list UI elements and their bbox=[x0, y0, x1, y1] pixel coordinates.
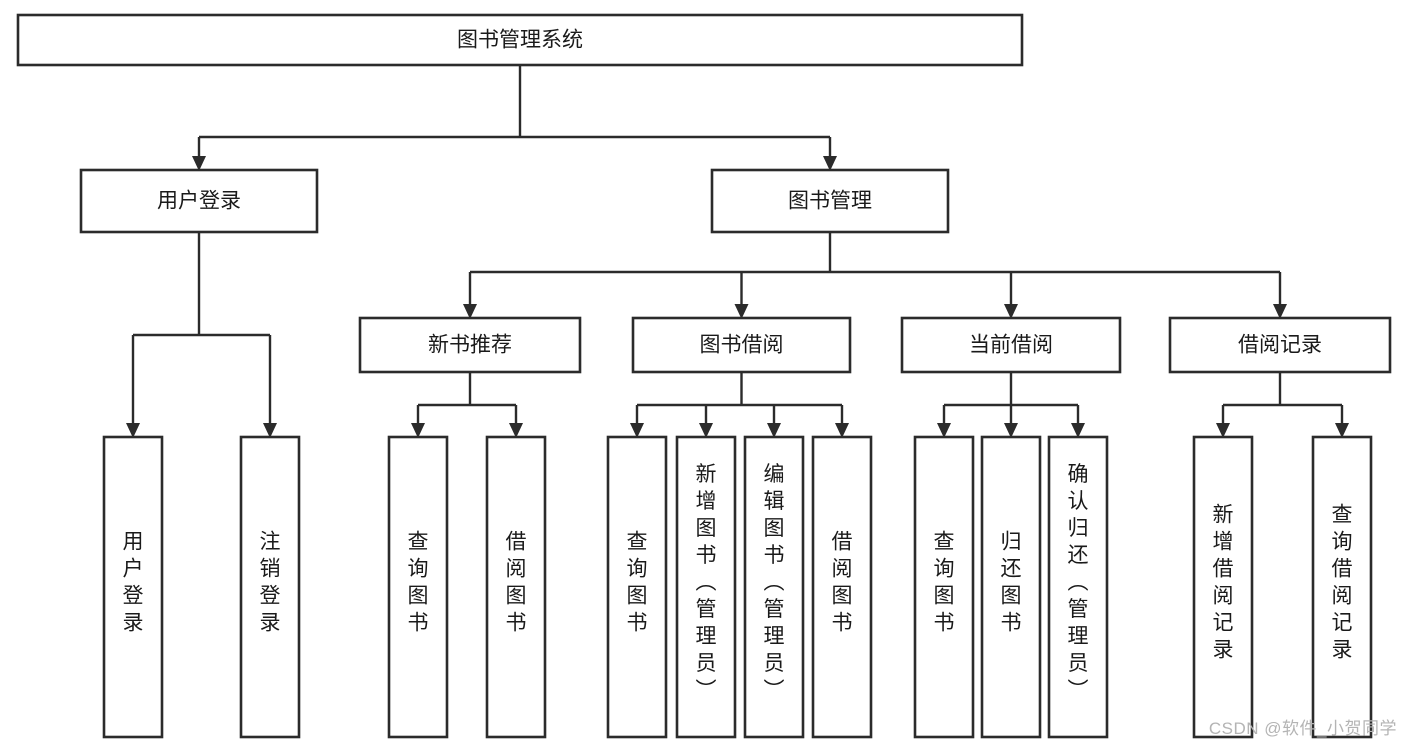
node-label-leaf-query-book-current: 查询图书 bbox=[934, 531, 955, 635]
node-label-leaf-logout: 注销登录 bbox=[260, 531, 281, 635]
connector-group bbox=[937, 372, 1085, 438]
node-box-leaf-user-login[interactable] bbox=[102, 435, 164, 739]
connector-group bbox=[411, 372, 523, 438]
node-box-root[interactable] bbox=[16, 13, 1024, 67]
node-new-book-recommend[interactable]: 新书推荐 bbox=[358, 316, 582, 374]
node-book-manage[interactable]: 图书管理 bbox=[710, 168, 950, 234]
connector-group bbox=[126, 232, 277, 438]
node-leaf-edit-book-admin[interactable]: 编辑图书︵管理员︶ bbox=[743, 435, 805, 739]
node-leaf-query-book-borrow[interactable]: 查询图书 bbox=[606, 435, 668, 739]
node-label-book-borrow: 图书借阅 bbox=[700, 334, 784, 357]
node-label-borrow-record: 借阅记录 bbox=[1238, 334, 1322, 357]
node-label-leaf-user-login: 用户登录 bbox=[123, 531, 144, 635]
node-box-user-login[interactable] bbox=[79, 168, 319, 234]
node-leaf-borrow-book[interactable]: 借阅图书 bbox=[811, 435, 873, 739]
connector-group bbox=[630, 372, 849, 438]
node-box-borrow-record[interactable] bbox=[1168, 316, 1392, 374]
node-leaf-query-book-current[interactable]: 查询图书 bbox=[913, 435, 975, 739]
node-leaf-add-borrow-record[interactable]: 新增借阅记录 bbox=[1192, 435, 1254, 739]
node-leaf-logout[interactable]: 注销登录 bbox=[239, 435, 301, 739]
node-label-book-manage: 图书管理 bbox=[788, 190, 872, 213]
node-label-leaf-add-borrow-record: 新增借阅记录 bbox=[1213, 504, 1234, 662]
node-root[interactable]: 图书管理系统 bbox=[16, 13, 1024, 67]
node-box-leaf-query-book-borrow[interactable] bbox=[606, 435, 668, 739]
node-label-new-book-recommend: 新书推荐 bbox=[428, 334, 512, 357]
node-box-leaf-query-book-recommend[interactable] bbox=[387, 435, 449, 739]
node-box-leaf-query-book-current[interactable] bbox=[913, 435, 975, 739]
node-box-new-book-recommend[interactable] bbox=[358, 316, 582, 374]
node-box-leaf-add-borrow-record[interactable] bbox=[1192, 435, 1254, 739]
node-label-leaf-query-book-recommend: 查询图书 bbox=[408, 531, 429, 635]
node-box-current-borrow[interactable] bbox=[900, 316, 1122, 374]
node-label-leaf-query-borrow-record: 查询借阅记录 bbox=[1332, 504, 1353, 662]
node-borrow-record[interactable]: 借阅记录 bbox=[1168, 316, 1392, 374]
node-leaf-confirm-return-admin[interactable]: 确认归还︵管理员︶ bbox=[1047, 435, 1109, 739]
node-leaf-user-login[interactable]: 用户登录 bbox=[102, 435, 164, 739]
node-label-current-borrow: 当前借阅 bbox=[969, 334, 1053, 357]
node-label-leaf-add-book-admin: 新增图书︵管理员︶ bbox=[696, 463, 717, 702]
node-label-root: 图书管理系统 bbox=[457, 29, 583, 52]
node-box-book-borrow[interactable] bbox=[631, 316, 852, 374]
connector-group bbox=[192, 65, 837, 171]
node-leaf-borrow-book-recommend[interactable]: 借阅图书 bbox=[485, 435, 547, 739]
connector-layer bbox=[126, 65, 1349, 438]
node-current-borrow[interactable]: 当前借阅 bbox=[900, 316, 1122, 374]
node-book-borrow[interactable]: 图书借阅 bbox=[631, 316, 852, 374]
node-box-leaf-confirm-return-admin[interactable] bbox=[1047, 435, 1109, 739]
node-box-leaf-borrow-book[interactable] bbox=[811, 435, 873, 739]
node-box-leaf-return-book[interactable] bbox=[980, 435, 1042, 739]
node-leaf-return-book[interactable]: 归还图书 bbox=[980, 435, 1042, 739]
node-leaf-query-book-recommend[interactable]: 查询图书 bbox=[387, 435, 449, 739]
node-box-book-manage[interactable] bbox=[710, 168, 950, 234]
node-label-leaf-return-book: 归还图书 bbox=[1001, 531, 1022, 635]
node-box-leaf-query-borrow-record[interactable] bbox=[1311, 435, 1373, 739]
node-label-leaf-borrow-book: 借阅图书 bbox=[832, 531, 853, 635]
node-label-leaf-borrow-book-recommend: 借阅图书 bbox=[506, 531, 527, 635]
node-leaf-add-book-admin[interactable]: 新增图书︵管理员︶ bbox=[675, 435, 737, 739]
connector-group bbox=[463, 232, 1287, 319]
node-layer: 图书管理系统用户登录图书管理新书推荐图书借阅当前借阅借阅记录用户登录注销登录查询… bbox=[16, 13, 1392, 739]
node-user-login[interactable]: 用户登录 bbox=[79, 168, 319, 234]
watermark-label: CSDN @软件_小贺同学 bbox=[1208, 719, 1397, 738]
node-label-leaf-query-book-borrow: 查询图书 bbox=[627, 531, 648, 635]
node-label-leaf-confirm-return-admin: 确认归还︵管理员︶ bbox=[1068, 463, 1089, 702]
node-leaf-query-borrow-record[interactable]: 查询借阅记录 bbox=[1311, 435, 1373, 739]
node-box-leaf-borrow-book-recommend[interactable] bbox=[485, 435, 547, 739]
node-box-leaf-add-book-admin[interactable] bbox=[675, 435, 737, 739]
node-label-user-login: 用户登录 bbox=[157, 190, 241, 213]
node-label-leaf-edit-book-admin: 编辑图书︵管理员︶ bbox=[764, 463, 785, 702]
connector-group bbox=[1216, 372, 1349, 438]
node-box-leaf-logout[interactable] bbox=[239, 435, 301, 739]
node-box-leaf-edit-book-admin[interactable] bbox=[743, 435, 805, 739]
